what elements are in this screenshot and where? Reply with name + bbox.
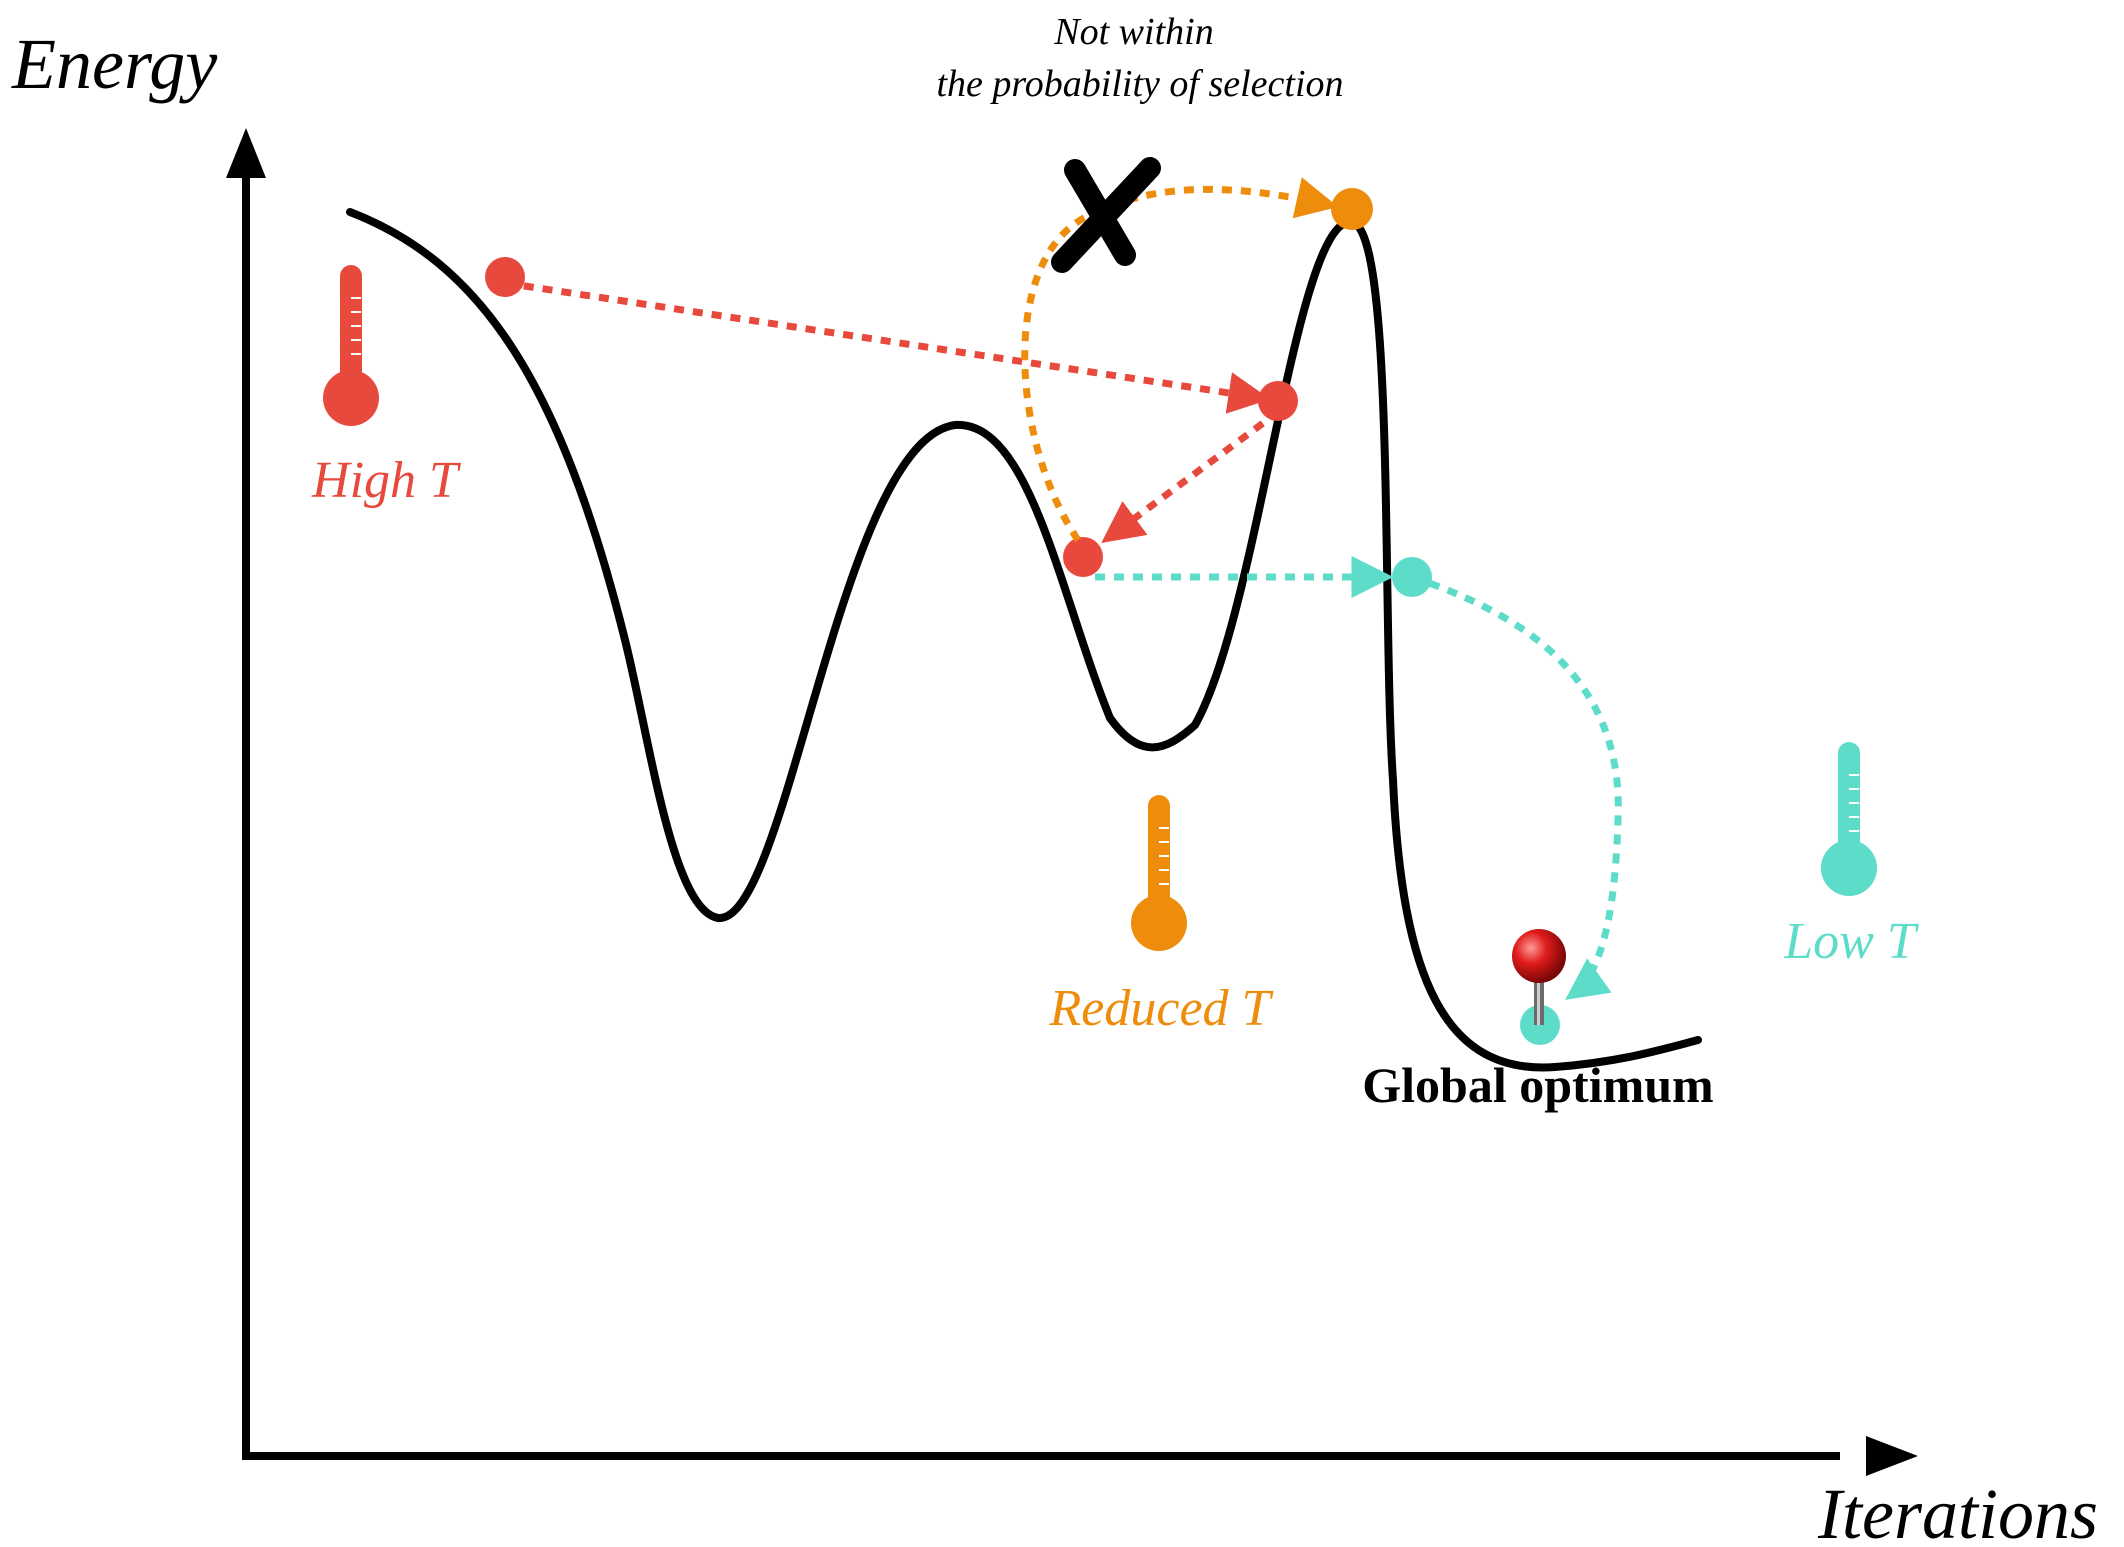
annotation-line-2: the probability of selection [936,63,1343,105]
red-move-arrow-2 [1101,409,1281,544]
high-t-label: High T [311,452,461,509]
axes: Energy Iterations [11,24,2098,1547]
orange-state-peak [1331,188,1373,230]
thermometer-icon [323,265,379,426]
y-axis-label: Energy [11,24,217,104]
teal-move-arrow-2 [1410,573,1622,1000]
x-axis-label: Iterations [1817,1474,2098,1542]
reduced-t-label: Reduced T [1049,980,1274,1037]
energy-curve [346,208,1702,1072]
cross-icon [1051,157,1161,273]
annotation-line-1: Not within [1053,11,1213,53]
y-axis-arrowhead [226,128,266,178]
thermometer-icon [1821,742,1877,896]
x-axis-arrowhead [1866,1436,1918,1476]
red-state-3 [1063,537,1103,577]
red-state-2 [1258,381,1298,421]
global-optimum-label: Global optimum [1362,1057,1713,1113]
thermometer-icon [1131,795,1187,951]
red-state-1 [485,257,525,297]
low-t-moves [1095,556,1622,1045]
pushpin-icon [1512,929,1566,1025]
low-t-label: Low T [1783,913,1919,970]
high-t-moves [485,257,1298,577]
red-move-arrow-1 [504,279,1271,414]
teal-state-1 [1392,557,1432,597]
reduced-t-moves: Not within the probability of selection [936,11,1373,542]
